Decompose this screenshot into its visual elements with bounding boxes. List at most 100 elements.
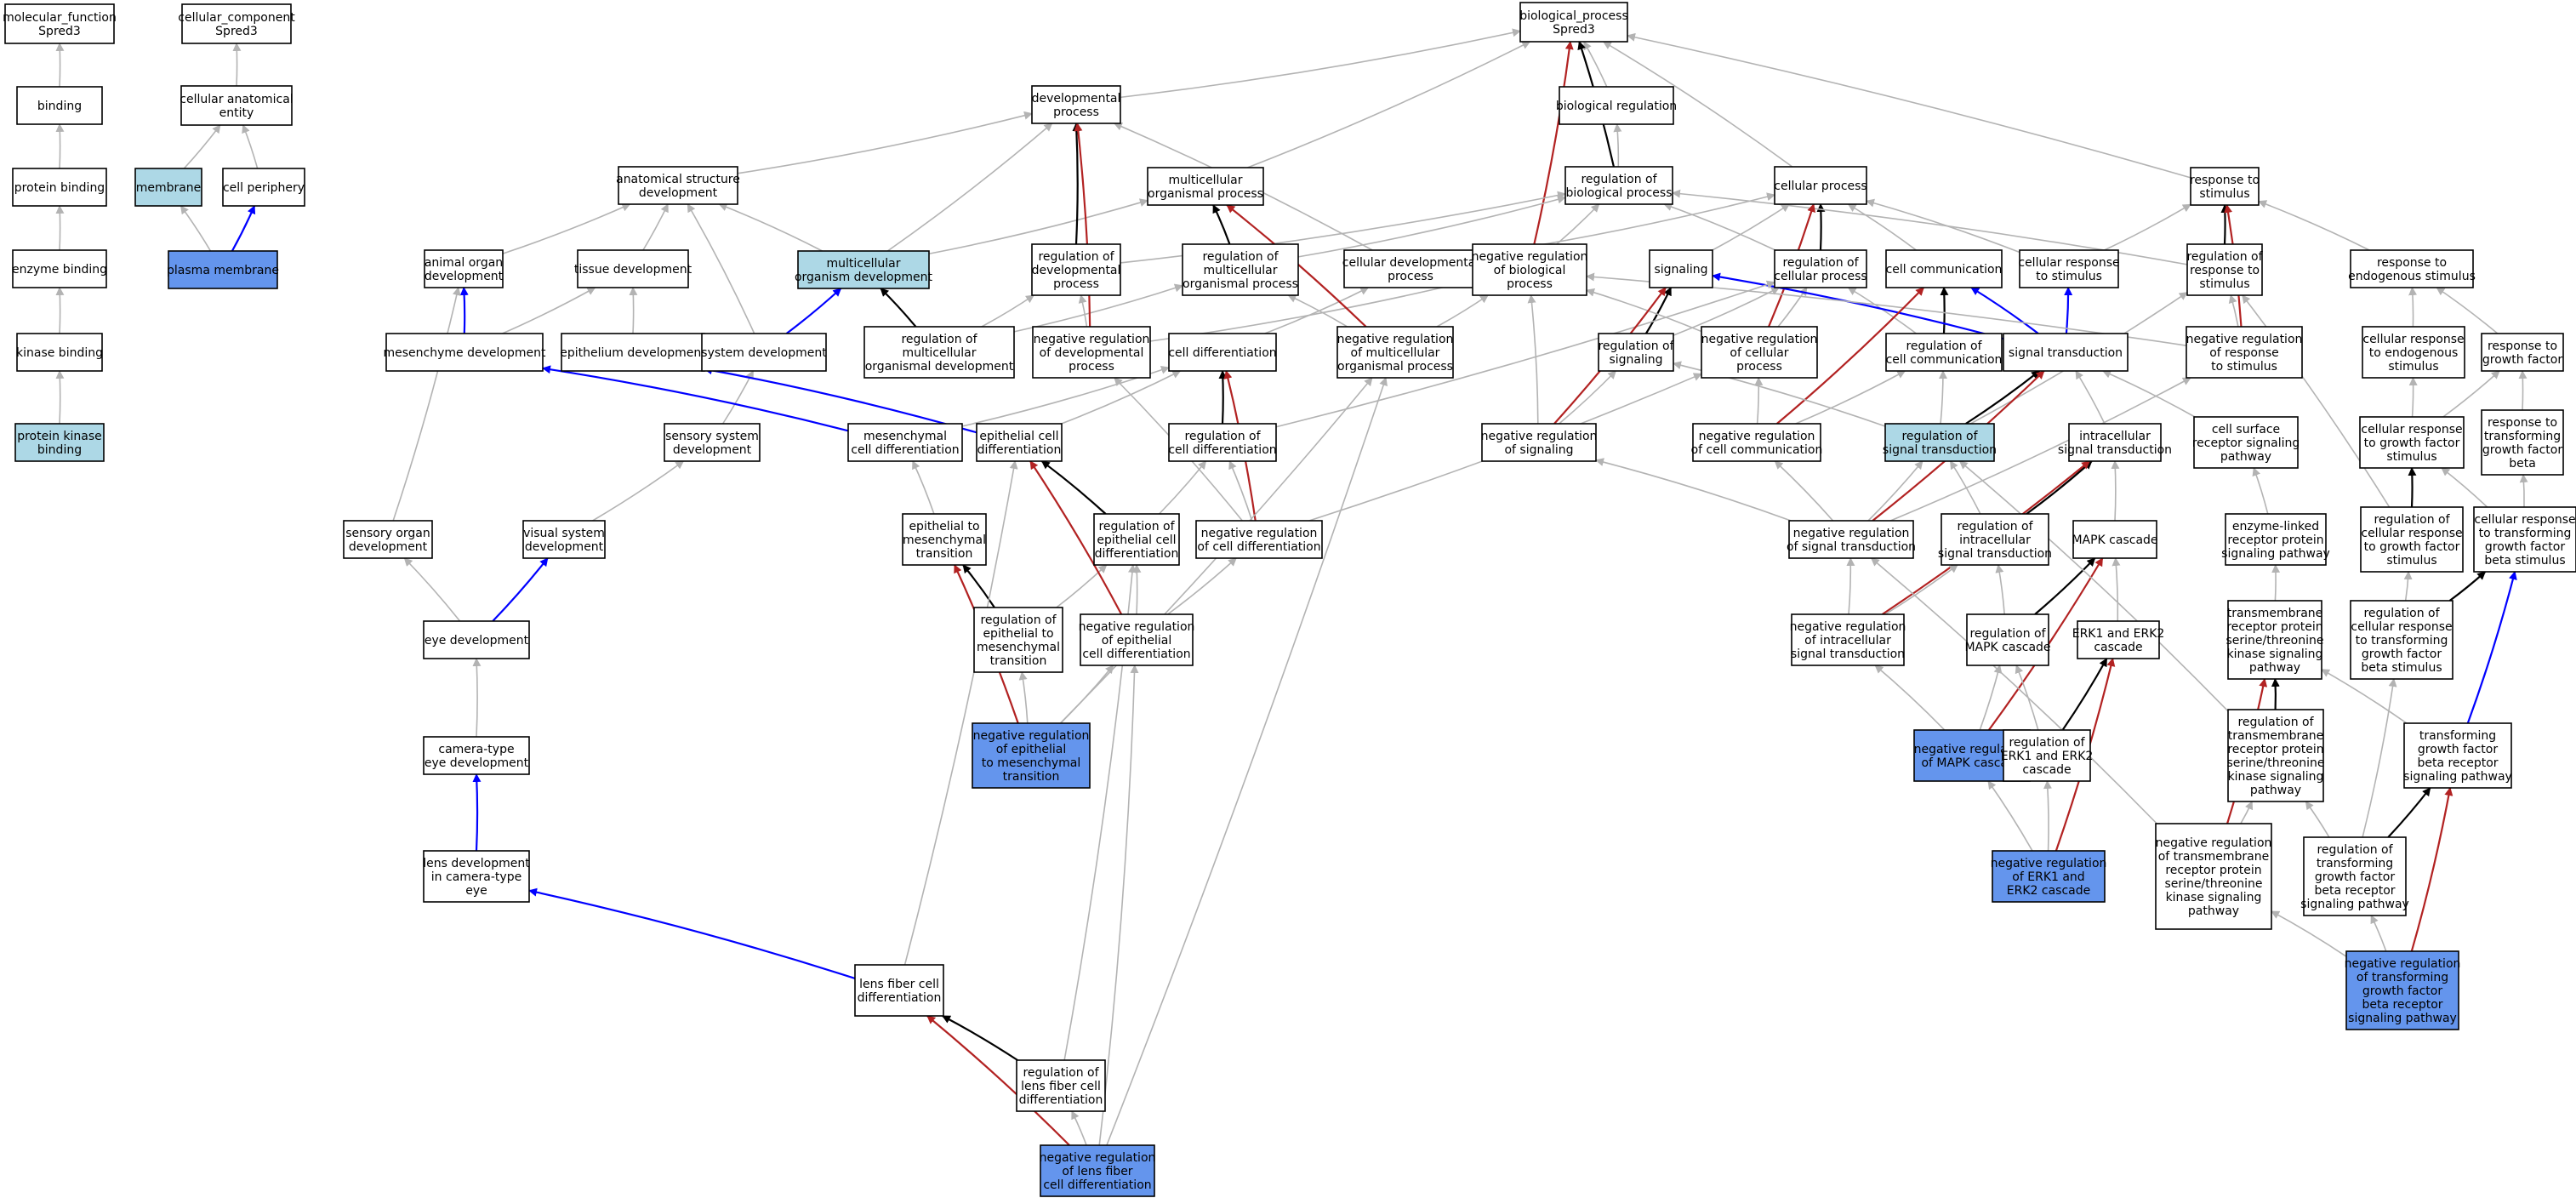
go-term-label-line: negative regulation [1034, 333, 1150, 346]
go-term-box [12, 168, 107, 207]
go-term-box [181, 3, 292, 44]
go-term-node[interactable]: mesenchyme development [384, 333, 546, 372]
go-term-node[interactable]: eye development [423, 620, 530, 659]
go-term-node[interactable]: cell communication [1885, 249, 2003, 288]
go-term-label-line: negative regulation [1040, 1151, 1156, 1165]
edge-regulates [1040, 460, 1107, 515]
go-term-box [1692, 423, 1821, 462]
edge-is-a [1949, 460, 1981, 515]
go-term-box [1885, 249, 2003, 288]
go-term-node[interactable]: MAPK cascade [2072, 520, 2158, 559]
go-term-box [14, 423, 105, 462]
go-term-node[interactable]: cell periphery [222, 168, 305, 207]
edge-is-a [502, 287, 596, 334]
go-term-node[interactable]: binding [16, 86, 103, 125]
go-term-node[interactable]: kinase binding [16, 333, 103, 372]
go-term-node[interactable]: cellular process [1774, 166, 1867, 205]
go-term-node[interactable]: signal transduction [2003, 333, 2129, 372]
go-term-node[interactable]: system development [701, 333, 827, 372]
go-term-node[interactable]: epithelium development [560, 333, 706, 372]
go-term-node[interactable]: plasma membrane [167, 250, 279, 289]
go-term-node[interactable]: cell differentiation [1168, 333, 1277, 372]
go-term-node[interactable]: biological regulation [1556, 86, 1677, 125]
go-term-node[interactable]: enzyme binding [12, 249, 107, 288]
edge-is-a [2370, 915, 2387, 952]
go-term-node[interactable]: signaling [1649, 249, 1713, 288]
go-term-node[interactable]: membrane [134, 168, 202, 207]
go-term-node[interactable]: tissue development [574, 249, 692, 288]
go-term-node[interactable]: protein binding [12, 168, 107, 207]
